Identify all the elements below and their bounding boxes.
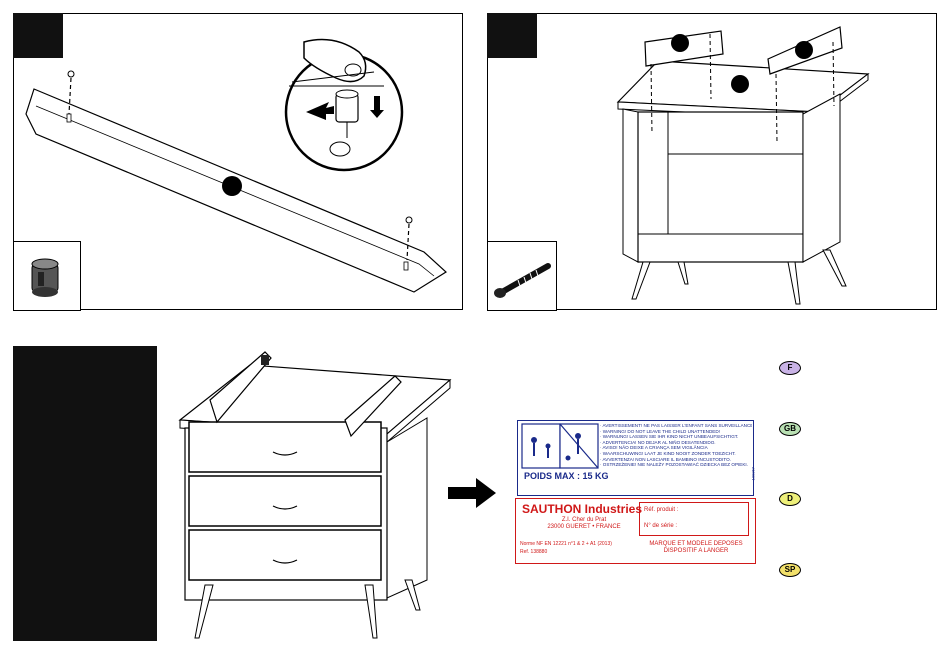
product-ref-box: Réf. produit : N° de série : (639, 502, 749, 536)
manufacturer-name: SAUTHON Industries (522, 502, 643, 516)
part-marker (222, 176, 242, 196)
child-warning-pictogram (521, 423, 599, 469)
warning-line: · WAARSCHUWING! LAAT JE KIND NOOIT ZONDE… (600, 450, 736, 456)
step-number-tab (487, 13, 537, 58)
norm-text: Norme NF EN 12221 n°1 & 2 + A1 (2013) (520, 541, 612, 547)
warning-line: · AVISO! NÃO DEIXE A CRIANÇA SEM VIGILÂN… (600, 445, 708, 451)
cabinet-illustration (616, 26, 870, 305)
screw-bolt-icon (494, 263, 551, 298)
step-panel-1 (13, 13, 463, 311)
serial-number-field: N° de série : (644, 523, 678, 529)
hardware-part-box (13, 241, 81, 311)
label-code: 109867 (750, 467, 755, 481)
manufacturer-label: SAUTHON Industries Z.I. Cher du Prat 230… (515, 498, 756, 564)
step-number-tab-large (13, 346, 157, 641)
dresser-illustration (178, 351, 452, 639)
warning-line: · AVERTISSEMENT! NE PAS LAISSER L'ENFANT… (600, 423, 752, 428)
max-weight-text: POIDS MAX : 15 KG (524, 471, 609, 481)
manufacturer-address: Z.I. Cher du Prat 23000 GUERET • FRANCE (547, 517, 621, 530)
part-marker (671, 34, 689, 52)
language-badge-d: D (779, 492, 801, 506)
warning-line: · WARNING! DO NOT LEAVE THE CHILD UNATTE… (600, 428, 720, 434)
part-marker (731, 75, 749, 93)
ref-text: Ref. 138880 (520, 549, 548, 555)
backboard-illustration (25, 38, 447, 293)
language-badge-f: F (779, 361, 801, 375)
arrow-right-icon (448, 478, 496, 508)
ref-produit-field: Réf. produit : (644, 507, 679, 513)
language-badge-sp: SP (779, 563, 801, 577)
part-marker (795, 41, 813, 59)
warning-text-block: · AVERTISSEMENT! NE PAS LAISSER L'ENFANT… (600, 423, 752, 468)
warning-line: · WARNUNG! LASSEN SIE IHR KIND NICHT UNB… (600, 434, 739, 440)
trademark-text: MARQUE ET MODELE DEPOSES DISPOSITIF A LA… (649, 541, 743, 554)
hardware-part-box (487, 241, 557, 311)
warning-line: · OSTRZEŻENIE! NIE NALEŻY POZOSTAWIAĆ DZ… (600, 462, 748, 468)
cam-lock-icon (31, 258, 59, 297)
warning-line: · ADVERTENCIA! NO DEJAR AL NIÑO DESATEND… (600, 439, 716, 445)
warning-line: · AVVERTENZA! NON LASCIARE IL BAMBINO IN… (600, 456, 731, 462)
step-number-tab (13, 13, 63, 58)
safety-warning-label: POIDS MAX : 15 KG · AVERTISSEMENT! NE PA… (517, 420, 755, 496)
language-badge-gb: GB (779, 422, 801, 436)
step-panel-2 (487, 13, 937, 311)
